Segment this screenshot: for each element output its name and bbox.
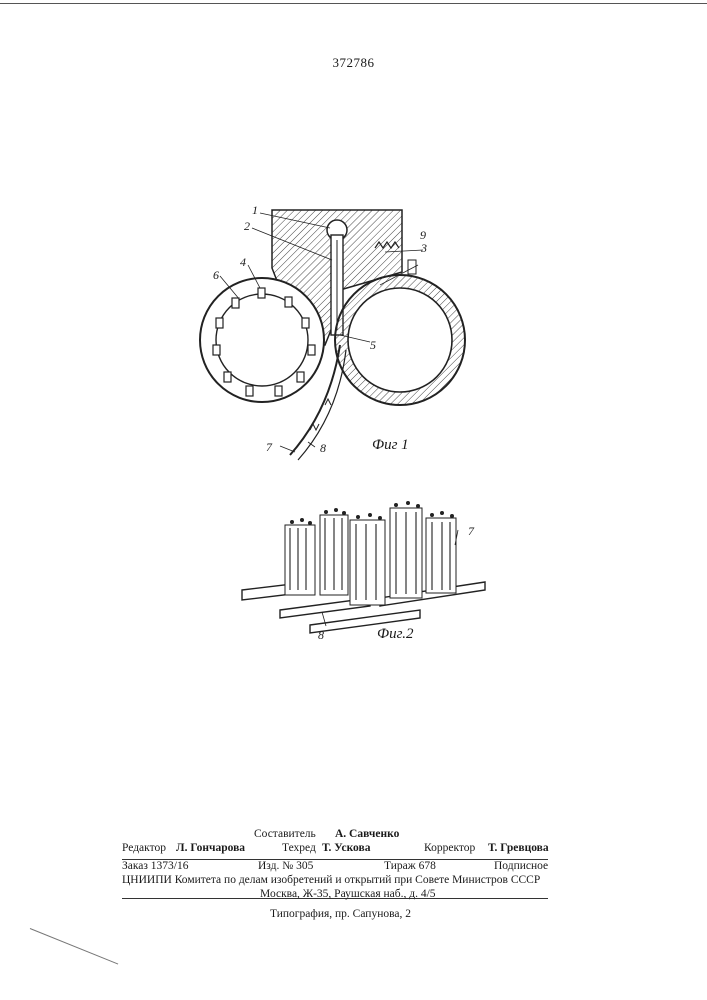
order-number: Заказ 1373/16 [122,860,189,873]
corrector-name: Т. Гревцова [488,842,549,855]
order-row: Заказ 1373/16 Изд. № 305 Тираж 678 Подпи… [122,860,548,874]
label-8: 8 [320,441,326,456]
figure-1-drawing [180,190,480,470]
editor-label: Редактор [122,842,166,855]
techred-label: Техред [282,842,316,855]
label-7: 7 [266,440,272,455]
figure-1-caption: Фиг 1 [372,437,409,454]
edition-number: Изд. № 305 [258,860,313,873]
patent-number: 372786 [0,55,707,71]
printer-row: Типография, пр. Сапунова, 2 [122,908,548,922]
label-3: 3 [421,241,427,256]
rule-lower [122,898,548,899]
label-9: 9 [420,228,426,243]
corrector-label: Корректор [424,842,475,855]
scan-scratch-mark [30,928,118,965]
rule-upper [122,859,548,860]
label-6: 6 [213,268,219,283]
label-1: 1 [252,203,258,218]
label-fig2-8: 8 [318,628,324,643]
label-2: 2 [244,219,250,234]
label-5: 5 [370,338,376,353]
editor-name: Л. Гончарова [176,842,245,855]
org-row: ЦНИИПИ Комитета по делам изобретений и о… [122,874,548,888]
colophon: Составитель А. Савченко Редактор Л. Гонч… [122,828,548,922]
page-top-edge [0,3,707,4]
printer-line: Типография, пр. Сапунова, 2 [270,908,411,921]
label-4: 4 [240,255,246,270]
compiler-label: Составитель [254,828,316,841]
figure-2-caption: Фиг.2 [377,626,413,643]
figure-2-drawing [230,490,490,640]
subscription: Подписное [494,860,548,873]
circulation: Тираж 678 [384,860,436,873]
address-row: Москва, Ж-35, Раушская наб., д. 4/5 [122,888,548,902]
compiler-row: Составитель А. Савченко [122,828,548,842]
staff-row: Редактор Л. Гончарова Техред Т. Ускова К… [122,842,548,856]
organization-line: ЦНИИПИ Комитета по делам изобретений и о… [122,874,540,887]
techred-name: Т. Ускова [322,842,370,855]
label-fig2-7: 7 [468,524,474,539]
compiler-name: А. Савченко [335,828,399,841]
address-line: Москва, Ж-35, Раушская наб., д. 4/5 [260,888,436,901]
